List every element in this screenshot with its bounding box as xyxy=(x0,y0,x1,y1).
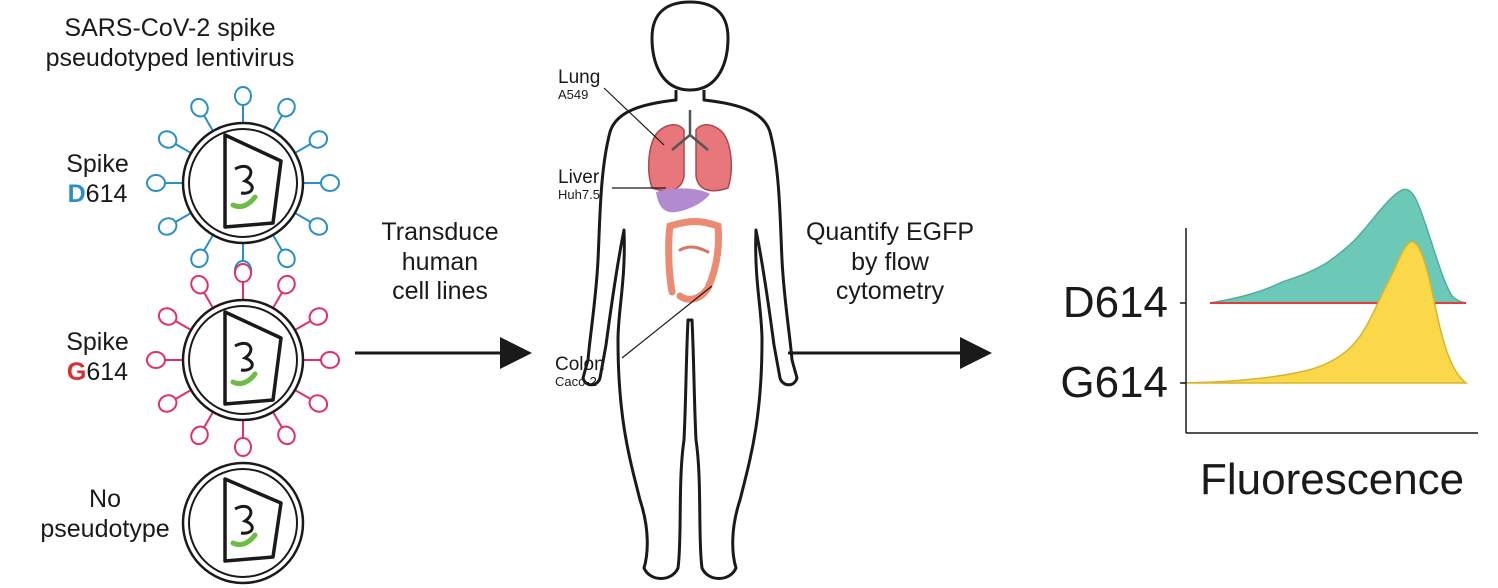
colon-name: Colon xyxy=(555,354,605,375)
virion-d614-label: Spike D614 xyxy=(50,150,145,209)
virion-none-line2: pseudotype xyxy=(40,514,170,543)
genome-rna xyxy=(234,504,254,535)
lung-label: Lung A549 xyxy=(558,68,600,102)
virion-d614-word: Spike xyxy=(66,150,129,178)
egfp-gene xyxy=(230,194,258,210)
capsid xyxy=(223,477,283,563)
liver-name: Liver xyxy=(558,167,600,188)
colon-leader-line xyxy=(621,285,713,359)
colon-label: Colon Caco-2 xyxy=(555,355,605,389)
genome-rna xyxy=(234,164,254,195)
variant-number-g: 614 xyxy=(86,357,129,386)
y-tick-label-g614: G614 xyxy=(1060,358,1168,407)
arrow-transduce xyxy=(355,337,532,369)
liver-illustration xyxy=(656,188,710,213)
envelope-inner xyxy=(188,468,298,578)
virion-g614-label: Spike G614 xyxy=(50,328,145,387)
capsid xyxy=(223,310,283,406)
genome-rna xyxy=(234,341,254,372)
egfp-gene xyxy=(230,371,258,387)
fluorescence-chart xyxy=(1180,188,1478,434)
variant-letter-g: G xyxy=(66,357,87,386)
liver-cell-line: Huh7.5 xyxy=(558,186,600,202)
title-line2: pseudotyped lentivirus xyxy=(45,43,295,72)
step2-line2: by flow xyxy=(851,247,929,276)
lung-leader-line xyxy=(603,87,665,146)
arrow-quantify xyxy=(788,337,992,369)
step-quantify-label: Quantify EGFP by flow cytometry xyxy=(790,218,990,307)
lung-cell-line: A549 xyxy=(558,86,589,102)
step2-line3: cytometry xyxy=(835,277,945,305)
variant-number-d: 614 xyxy=(85,179,128,208)
lung-illustration xyxy=(647,110,733,192)
step1-line1: Transduce xyxy=(381,218,499,246)
series-g614-curve xyxy=(1181,241,1469,384)
virion-g614 xyxy=(146,263,340,457)
step1-line3: cell lines xyxy=(392,277,488,305)
capsid xyxy=(223,133,283,229)
virion-no-pseudotype xyxy=(181,461,305,585)
y-tick-label-d614: D614 xyxy=(1062,278,1168,327)
envelope-inner xyxy=(188,128,298,238)
x-axis-label: Fluorescence xyxy=(1200,455,1465,504)
title-line1: SARS-CoV-2 spike xyxy=(64,14,276,42)
human-body-outline xyxy=(581,0,799,580)
egfp-gene xyxy=(230,532,258,548)
colon-illustration xyxy=(665,218,722,303)
colon-cell-line: Caco-2 xyxy=(555,373,597,389)
lung-name: Lung xyxy=(558,67,601,88)
step1-line2: human xyxy=(401,247,479,276)
liver-label: Liver Huh7.5 xyxy=(558,168,600,202)
virion-none-word: No xyxy=(89,485,121,513)
variant-letter-d: D xyxy=(67,179,86,208)
envelope-inner xyxy=(188,305,298,415)
virion-g614-word: Spike xyxy=(66,328,129,356)
virion-none-label: No pseudotype xyxy=(30,485,180,544)
step2-line1: Quantify EGFP xyxy=(805,218,975,246)
figure-title: SARS-CoV-2 spike pseudotyped lentivirus xyxy=(30,14,310,73)
virion-d614 xyxy=(146,86,340,280)
step-transduce-label: Transduce human cell lines xyxy=(340,218,540,307)
